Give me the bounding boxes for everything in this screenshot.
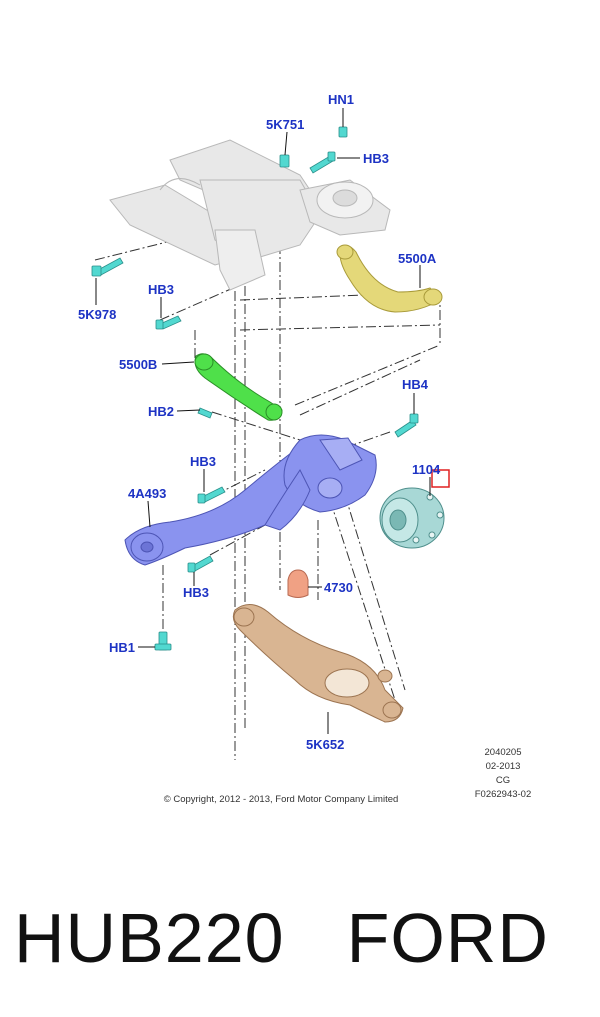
- callout-hb1: HB1: [109, 640, 135, 655]
- bolt-hb2: [197, 407, 213, 419]
- callout-hb3-left: HB3: [148, 282, 174, 297]
- callout-5k978: 5K978: [78, 307, 116, 322]
- brand-name: FORD: [346, 899, 549, 977]
- callout-5k652: 5K652: [306, 737, 344, 752]
- subframe: [109, 139, 391, 291]
- meta-line-3: CG: [496, 775, 510, 786]
- part-caption: HUB220 FORD: [14, 888, 594, 988]
- callout-5500b: 5500B: [119, 357, 157, 372]
- callout-5500a: 5500A: [398, 251, 437, 266]
- callout-hb3-top: HB3: [363, 151, 389, 166]
- bolt-5k751: [279, 154, 290, 168]
- suspension-exploded-diagram: HN1 5K751 HB3 5500A 5K978 HB3 5500B HB4 …: [78, 92, 532, 805]
- callout-1104: 1104: [412, 462, 441, 477]
- meta-line-4: F0262943-02: [475, 789, 532, 800]
- callout-hb2: HB2: [148, 404, 174, 419]
- bolt-hb3-top: [309, 151, 336, 174]
- bolt-hn1: [338, 126, 348, 138]
- callout-hn1: HN1: [328, 92, 354, 107]
- callout-hb3-low: HB3: [183, 585, 209, 600]
- meta-line-1: 2040205: [485, 747, 522, 758]
- bolt-hb3-mid: [197, 486, 226, 504]
- bolt-hb3-low: [187, 555, 214, 573]
- leader-lines: [95, 108, 431, 734]
- bolt-hb1: [154, 631, 172, 651]
- callout-hb3-mid: HB3: [190, 454, 216, 469]
- copyright-notice: © Copyright, 2012 - 2013, Ford Motor Com…: [164, 794, 399, 805]
- bolt-5k978: [91, 257, 124, 277]
- meta-line-2: 02-2013: [486, 761, 521, 772]
- callout-4730: 4730: [324, 580, 353, 595]
- part-number: HUB220: [14, 899, 285, 977]
- lower-control-arm-5k652: [232, 604, 404, 723]
- wheel-hub-1104: [379, 487, 445, 549]
- toe-link-5500b: [194, 353, 283, 421]
- hub-highlight-box: [431, 469, 450, 488]
- bolt-hb3-left: [155, 315, 182, 330]
- bump-stop-4730: [287, 569, 309, 598]
- upper-control-arm-5500a: [336, 244, 443, 313]
- knuckle-body: [264, 434, 377, 531]
- bolt-hb4: [394, 413, 419, 438]
- callout-hb4: HB4: [402, 377, 429, 392]
- callout-5k751: 5K751: [266, 117, 304, 132]
- callout-4a493: 4A493: [128, 486, 166, 501]
